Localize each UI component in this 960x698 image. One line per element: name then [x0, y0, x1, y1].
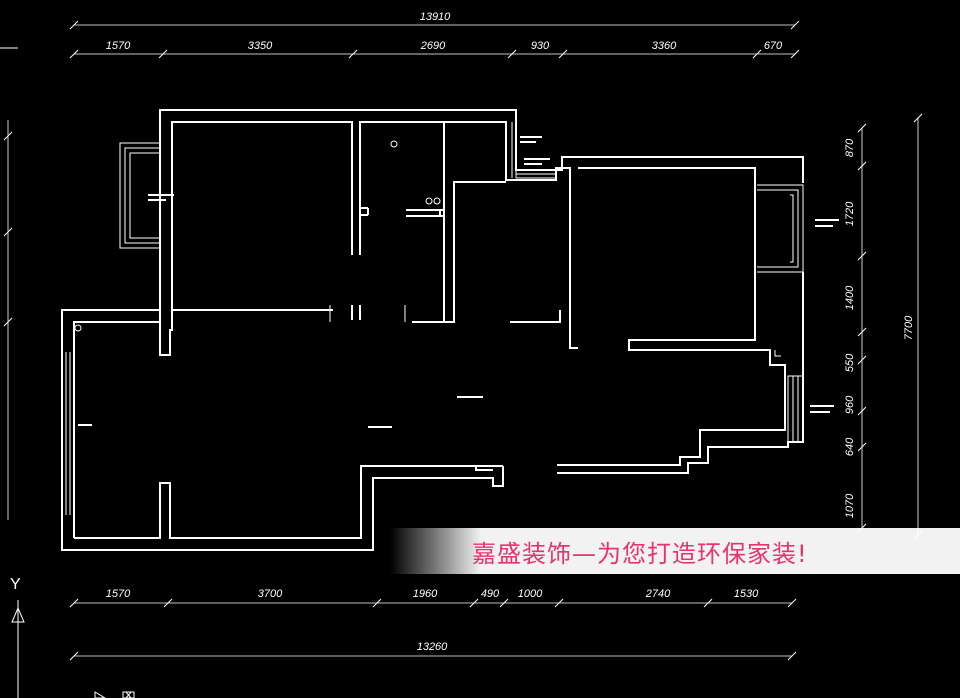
- floor-plan-walls: [61, 109, 804, 551]
- top-segment-dimensions: 1570 3350 2690 930 3360 670: [69, 40, 800, 59]
- fixture-circle: [74, 324, 82, 332]
- right-segment-label: 1400: [844, 285, 856, 310]
- bottom-segment-label: 2740: [645, 588, 671, 600]
- right-segment-dimensions: 870 1720 1400 550 960 640 1070: [844, 123, 867, 533]
- room-label-mark: [520, 136, 542, 138]
- right-total-dimension: 7700: [903, 113, 923, 540]
- room-label-mark: [524, 158, 550, 160]
- room-label-mark: [148, 199, 166, 201]
- room-label-mark: [368, 426, 392, 428]
- room-label-mark: [815, 219, 839, 221]
- bottom-segment-label: 1570: [106, 588, 131, 600]
- ucs-axis-icon: [11, 600, 135, 698]
- bottom-total-label: 13260: [417, 641, 448, 653]
- bottom-segment-label: 3700: [258, 588, 283, 600]
- right-segment-label: 1720: [844, 201, 856, 226]
- right-segment-label: 1070: [844, 493, 856, 518]
- right-total-label: 7700: [903, 315, 915, 340]
- top-segment-label: 3350: [248, 40, 273, 52]
- bottom-segment-label: 1000: [518, 588, 543, 600]
- room-label-mark: [810, 411, 830, 413]
- top-segment-label: 930: [531, 40, 550, 52]
- fixtures: [74, 140, 781, 357]
- room-label-marks: [78, 136, 839, 428]
- bottom-segment-label: 1530: [734, 588, 759, 600]
- axis-y-label: Y: [10, 576, 21, 593]
- fixture-circle: [425, 197, 433, 205]
- right-segment-label: 960: [844, 395, 856, 414]
- top-segment-label: 670: [764, 40, 783, 52]
- room-label-mark: [148, 194, 174, 196]
- top-segment-label: 1570: [106, 40, 131, 52]
- top-segment-label: 2690: [420, 40, 446, 52]
- room-label-mark: [815, 225, 833, 227]
- room-label-mark: [457, 396, 483, 398]
- room-label-mark: [520, 141, 536, 143]
- room-label-mark: [810, 405, 834, 407]
- promo-banner-text: 嘉盛装饰—为您打造环保家装!: [472, 539, 808, 568]
- top-total-dimension: 13910: [69, 11, 800, 30]
- corner-marker: [774, 350, 781, 357]
- top-total-label: 13910: [420, 11, 451, 23]
- right-segment-label: 870: [844, 138, 856, 157]
- bottom-segment-label: 490: [481, 588, 500, 600]
- bottom-segment-label: 1960: [413, 588, 438, 600]
- right-segment-label: 640: [844, 437, 856, 456]
- window-frames: [65, 122, 804, 515]
- right-segment-label: 550: [844, 353, 856, 372]
- room-label-mark: [78, 424, 92, 426]
- fixture-circle: [390, 140, 398, 148]
- promo-banner: 嘉盛装饰—为您打造环保家装!: [390, 528, 960, 574]
- room-label-mark: [524, 163, 542, 165]
- top-segment-label: 3360: [652, 40, 677, 52]
- fixture-circle: [433, 197, 441, 205]
- bottom-total-dimension: 13260: [69, 641, 797, 661]
- bottom-segment-dimensions: 1570 3700 1960 490 1000 2740 1530: [69, 588, 797, 608]
- left-dimension-edge: [0, 47, 18, 520]
